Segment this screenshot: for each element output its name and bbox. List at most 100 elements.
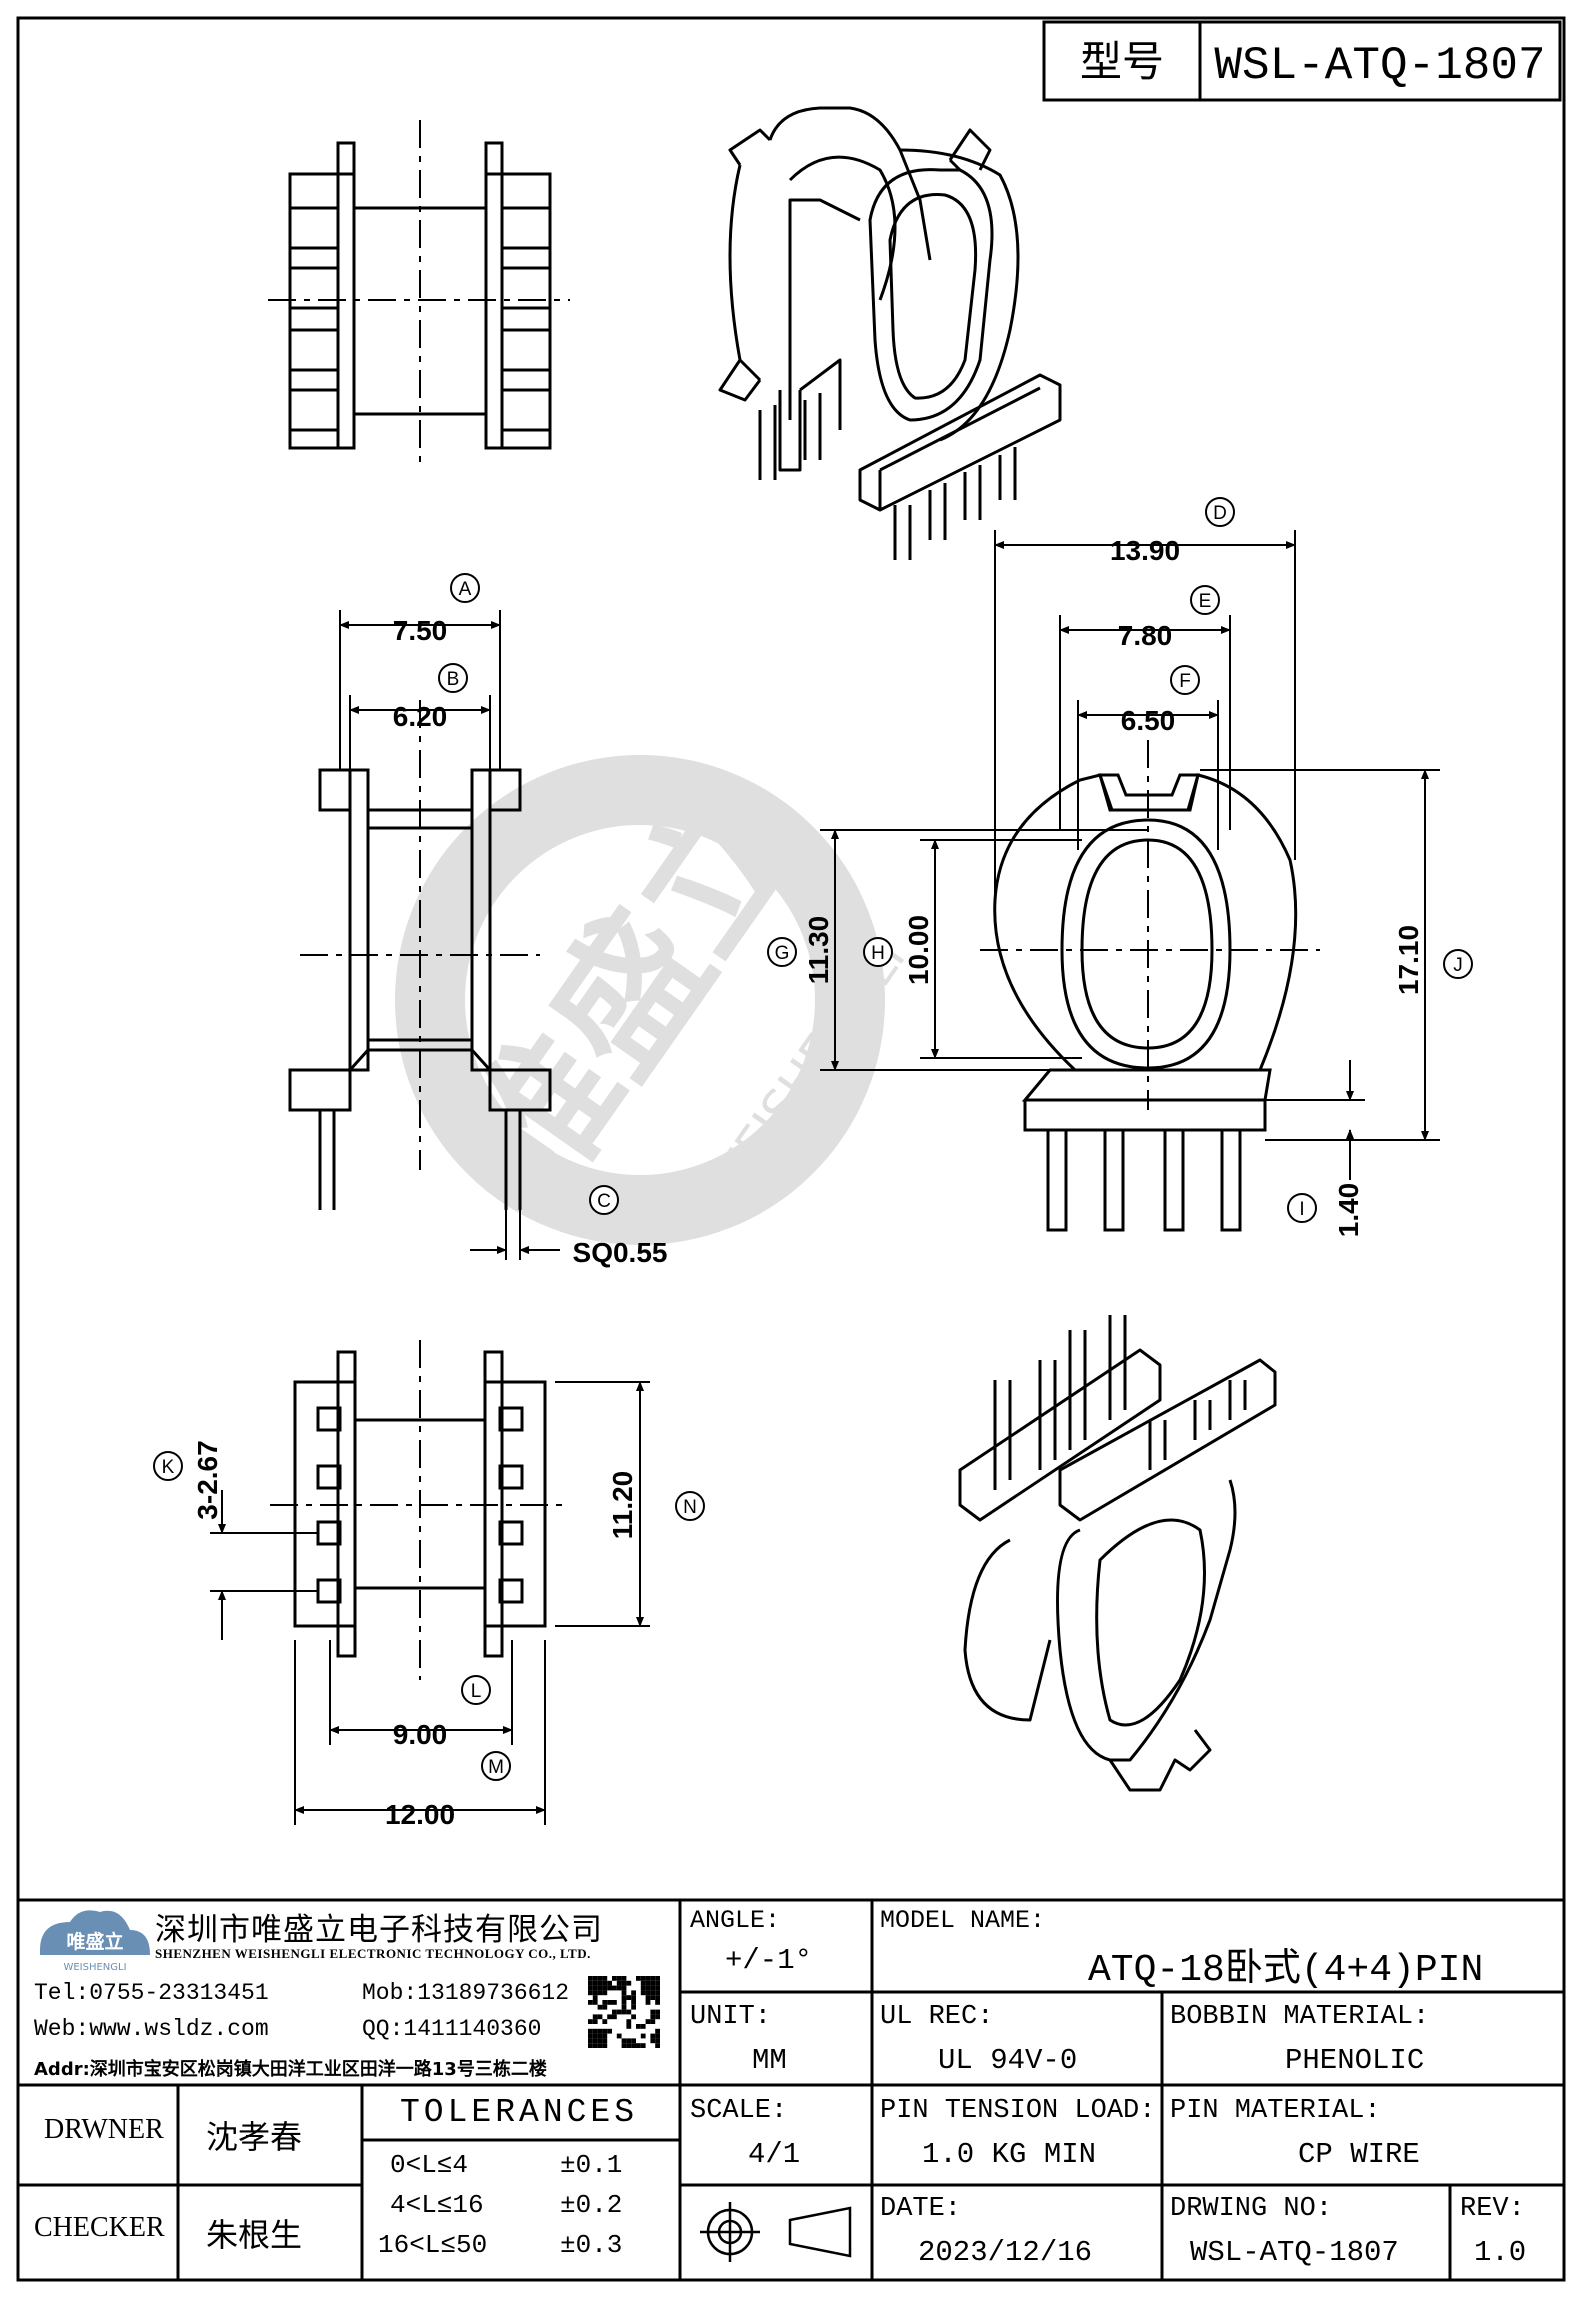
company-name-cn: 深圳市唯盛立电子科技有限公司: [155, 1912, 603, 1948]
dimension-marker: [1205, 497, 1235, 527]
drawing-no-label: DRWING NO:: [1170, 2194, 1333, 2224]
dimension-labels: 7.50 A 6.20 B SQ0.55 C 13.90 D 7.80 E 6.50F 11.30 G 1…: [153, 497, 1473, 1830]
isometric-view-bottom: [958, 1315, 1277, 1792]
dimension-id: H: [871, 943, 885, 964]
side-view: [980, 740, 1320, 1232]
model-code: WSL-ATQ-1807: [1214, 40, 1545, 92]
dimension-value: 12.00: [385, 1799, 455, 1830]
dimension-value: 11.20: [607, 1471, 638, 1540]
tolerance-value: ±0.3: [560, 2230, 623, 2260]
dimension-id: I: [1299, 1199, 1304, 1220]
tolerance-range: 4<L≤16: [390, 2190, 484, 2220]
unit-label: UNIT:: [690, 2002, 772, 2032]
isometric-view-top: [718, 106, 1062, 560]
dimension-marker: [153, 1451, 183, 1481]
dimension-value: 11.30: [803, 916, 834, 985]
dimension-value: 13.90: [1110, 535, 1180, 566]
projection-symbol-icon: [700, 2202, 852, 2262]
company-logo: 唯盛立 WEISHENGLI: [40, 1910, 150, 1973]
top-title-box: 型号 WSL-ATQ-1807: [1042, 20, 1562, 102]
dimension-marker: [450, 573, 480, 603]
company-name-en: SHENZHEN WEISHENGLI ELECTRONIC TECHNOLOG…: [155, 1946, 591, 1961]
scale-value: 4/1: [748, 2138, 801, 2171]
dimension-value: 9.00: [393, 1719, 448, 1750]
date-value: 2023/12/16: [918, 2236, 1093, 2269]
dimension-marker: [767, 937, 797, 967]
tolerance-range: 16<L≤50: [378, 2230, 488, 2260]
dimension-marker: [1170, 665, 1200, 695]
bobbin-material-value: PHENOLIC: [1285, 2044, 1425, 2077]
logo-sub: WEISHENGLI: [63, 1962, 126, 1973]
bottom-view-dims: [210, 1381, 650, 1825]
drawer-label: DRWNER: [44, 2114, 164, 2145]
pin-tension-value: 1.0 KG MIN: [922, 2138, 1097, 2171]
dimension-marker: [481, 1751, 511, 1781]
dimension-marker: [438, 663, 468, 693]
company-tel: Tel:0755-23313451: [34, 1980, 269, 2006]
company-qq: QQ:1411140360: [362, 2016, 542, 2042]
dimension-marker: [461, 1675, 491, 1705]
drawing-no-value: WSL-ATQ-1807: [1190, 2236, 1399, 2269]
tolerance-range: 0<L≤4: [390, 2150, 469, 2180]
front-view: [288, 700, 552, 1210]
dimension-id: A: [459, 579, 472, 600]
tolerances-label: TOLERANCES: [400, 2094, 639, 2131]
dimension-value: 7.80: [1118, 620, 1173, 651]
top-view: [268, 120, 570, 470]
front-view-dims: [339, 610, 560, 1260]
dimension-id: E: [1199, 591, 1212, 612]
dimension-id: J: [1453, 955, 1463, 976]
dimension-marker: [675, 1491, 705, 1521]
dimension-id: K: [162, 1457, 175, 1478]
dimension-marker: [1190, 585, 1220, 615]
dimension-id: F: [1179, 671, 1191, 692]
dimension-value: 3-2.67: [192, 1440, 223, 1519]
angle-value: +/-1°: [725, 1944, 813, 1977]
type-label: 型号: [1080, 37, 1164, 86]
dimension-value: 6.50: [1121, 705, 1176, 736]
pin-material-label: PIN MATERIAL:: [1170, 2096, 1381, 2126]
dimension-id: D: [1213, 503, 1227, 524]
pin-material-value: CP WIRE: [1298, 2138, 1420, 2171]
checker-label: CHECKER: [34, 2212, 165, 2243]
dimension-id: C: [597, 1191, 611, 1212]
model-name-label: MODEL NAME:: [880, 1906, 1046, 1935]
dimension-id: B: [447, 669, 460, 690]
dimension-value: 6.20: [393, 701, 448, 732]
dimension-value: 17.10: [1393, 925, 1424, 995]
dimension-value: 1.40: [1333, 1183, 1364, 1238]
ul-rec-value: UL 94V-0: [938, 2044, 1078, 2077]
dimension-marker: [1443, 949, 1473, 979]
dimension-id: G: [775, 943, 790, 964]
dimension-value: 7.50: [393, 615, 448, 646]
tolerance-value: ±0.1: [560, 2150, 623, 2180]
date-label: DATE:: [880, 2194, 962, 2224]
qr-code: [588, 1976, 660, 2048]
scale-label: SCALE:: [690, 2096, 788, 2126]
company-mob: Mob:13189736612: [362, 1980, 570, 2006]
rev-value: 1.0: [1474, 2236, 1527, 2269]
model-name-value: ATQ-18卧式(4+4)PIN: [1088, 1949, 1484, 1992]
title-block-grid: [18, 1898, 1564, 2280]
dimension-id: N: [683, 1497, 697, 1518]
dimension-marker: [1287, 1193, 1317, 1223]
logo-text: 唯盛立: [66, 1930, 123, 1953]
ul-rec-label: UL REC:: [880, 2002, 994, 2032]
pin-tension-label: PIN TENSION LOAD:: [880, 2096, 1156, 2126]
rev-label: REV:: [1460, 2194, 1525, 2224]
drawer-value: 沈孝春: [206, 2118, 303, 2156]
dimension-value: SQ0.55: [573, 1237, 668, 1268]
dimension-marker: [863, 937, 893, 967]
dimension-marker: [589, 1185, 619, 1215]
dimension-id: M: [488, 1757, 504, 1778]
bottom-view: [270, 1340, 570, 1680]
bobbin-material-label: BOBBIN MATERIAL:: [1170, 2002, 1430, 2032]
tolerance-value: ±0.2: [560, 2190, 623, 2220]
unit-value: MM: [752, 2044, 787, 2077]
company-web: Web:www.wsldz.com: [34, 2016, 269, 2042]
sheet-border: [16, 16, 1566, 2282]
dimension-id: L: [471, 1681, 482, 1702]
side-view-dims: [820, 530, 1440, 1180]
company-addr: Addr:深圳市宝安区松岗镇大田洋工业区田洋一路13号三栋二楼: [34, 2059, 547, 2080]
